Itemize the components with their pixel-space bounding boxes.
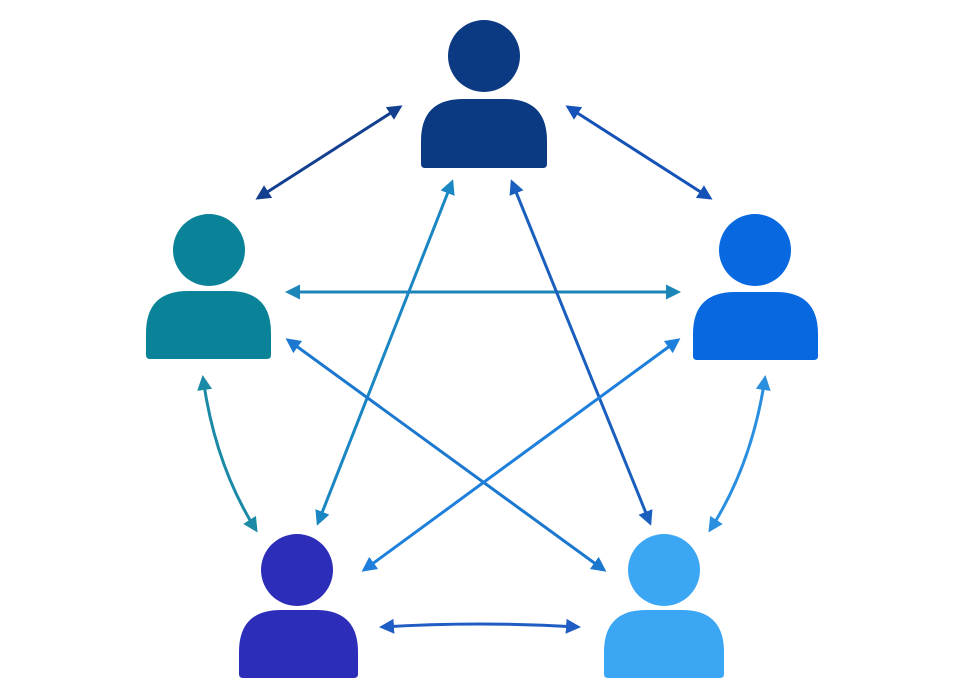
right-person-head (719, 214, 791, 286)
right-person-icon (693, 214, 818, 360)
bottom-right-person-body (604, 610, 724, 678)
edge-left-to-bottom-right-arrow (285, 338, 607, 572)
edge-top-to-bottom-left-arrow (315, 179, 455, 526)
edges-layer (197, 105, 771, 634)
top-person-head (448, 20, 520, 92)
bottom-right-person-icon (604, 534, 724, 678)
left-person-icon (146, 214, 271, 359)
left-person-head (173, 214, 245, 286)
edge-top-to-left-arrow (255, 105, 403, 200)
edge-top-to-bottom-right-arrow (509, 179, 653, 526)
bottom-right-person-head (628, 534, 700, 606)
bottom-left-person-icon (239, 534, 358, 678)
bottom-left-person-head (261, 534, 333, 606)
bottom-left-person-body (239, 610, 358, 678)
edge-right-to-bottom-left-arrow (361, 338, 681, 572)
nodes-layer (146, 20, 818, 678)
edge-top-to-right-arrow (565, 105, 713, 200)
edge-left-to-bottom-left-arrow (197, 375, 258, 533)
top-person-icon (421, 20, 547, 168)
left-person-body (146, 291, 271, 359)
right-person-body (693, 292, 818, 360)
edge-right-to-bottom-right-arrow (708, 375, 771, 533)
edge-bottom-left-to-bottom-right-arrow (379, 618, 581, 634)
top-person-body (421, 99, 547, 168)
